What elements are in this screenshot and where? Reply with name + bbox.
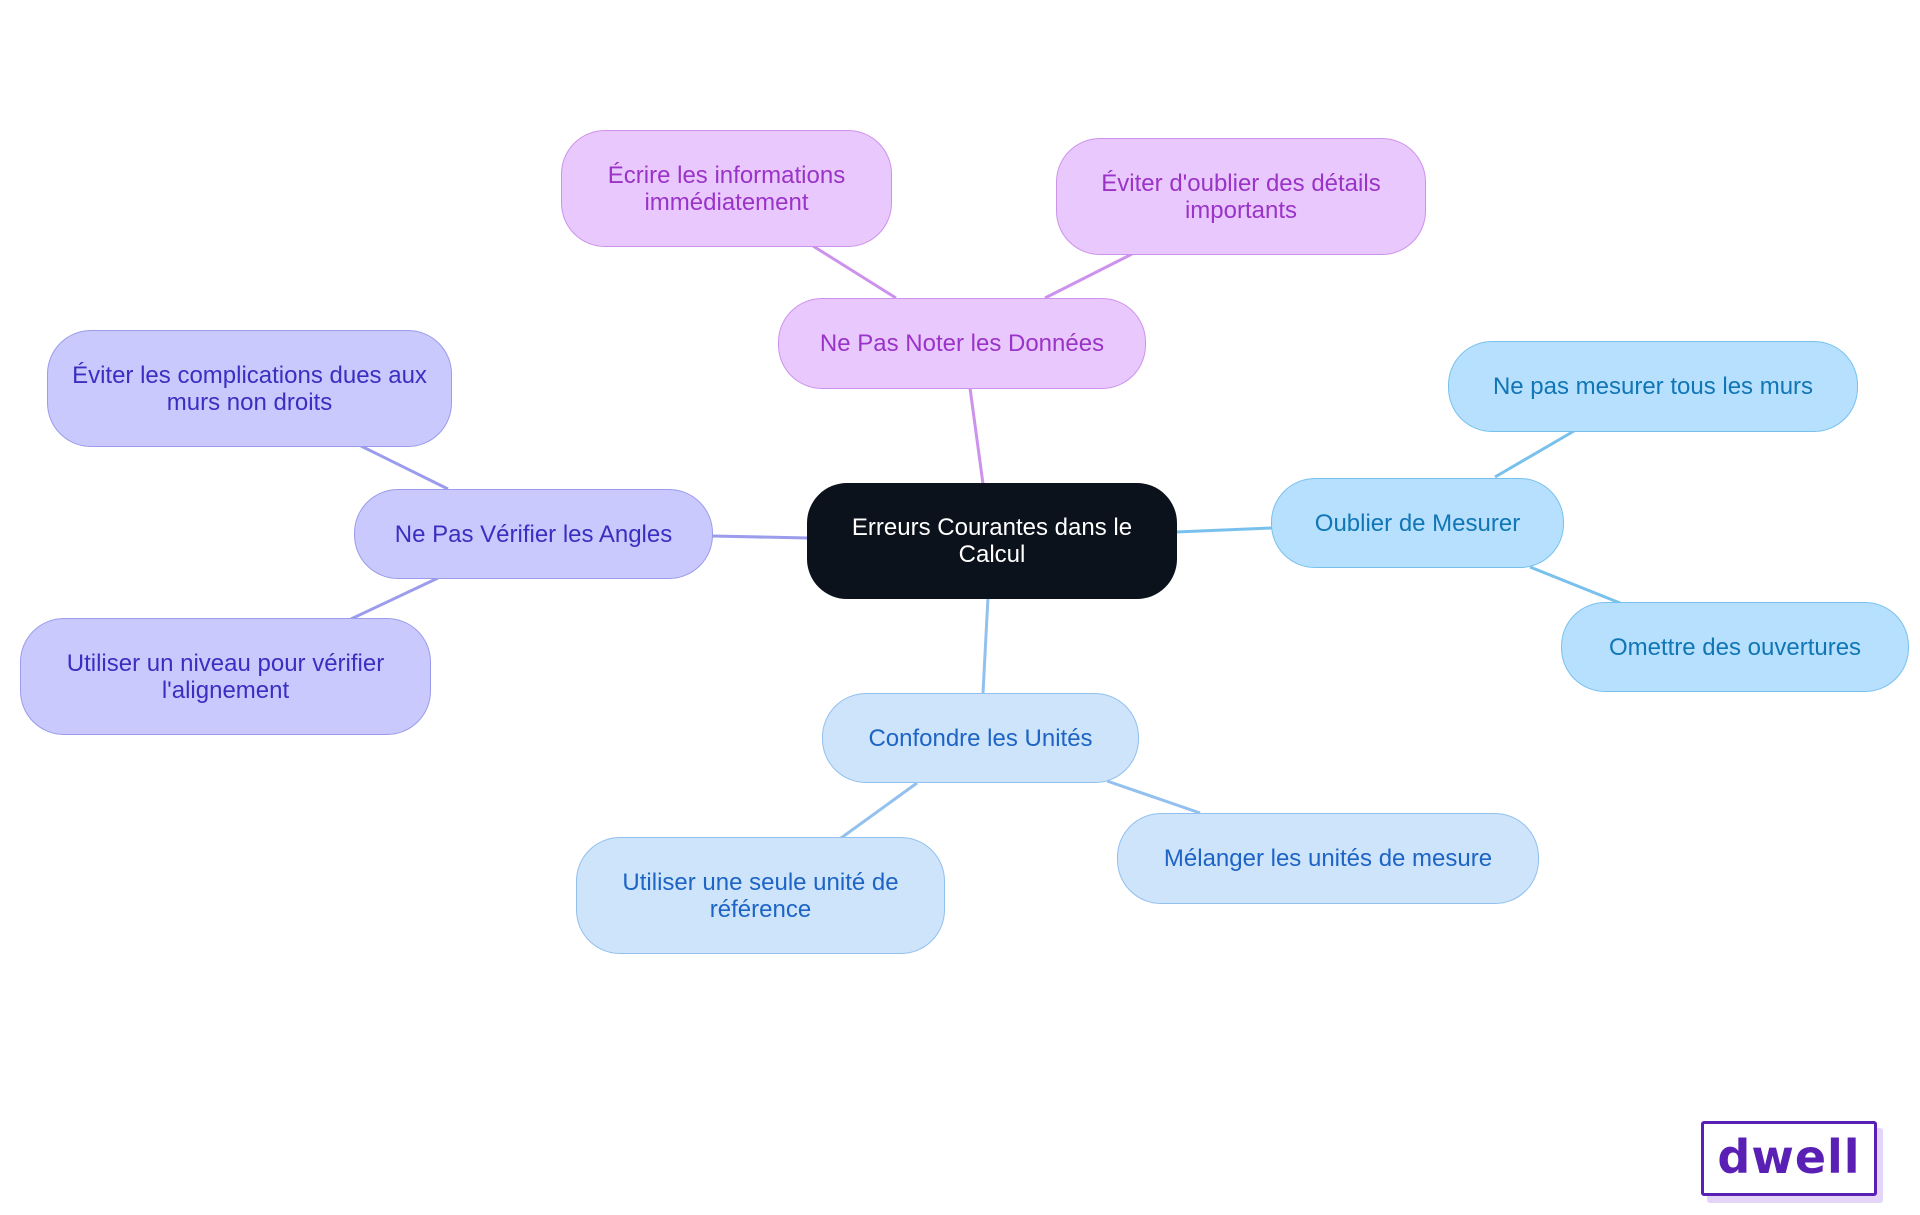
edge-root-unites [981, 596, 990, 694]
leaf-node-niveau[interactable]: Utiliser un niveau pour vérifier l'align… [20, 618, 431, 735]
leaf-label: Ne pas mesurer tous les murs [1492, 373, 1814, 400]
leaf-label: Éviter les complications dues aux murs n… [72, 361, 427, 416]
edge-root-angles [711, 534, 809, 540]
root-node[interactable]: Erreurs Courantes dans le Calcul [807, 483, 1177, 599]
root-label: Erreurs Courantes dans le Calcul [851, 514, 1133, 568]
leaf-label: Omettre des ouvertures [1608, 633, 1862, 661]
leaf-label: Mélanger les unités de mesure [1163, 845, 1493, 872]
leaf-node-eviter-oublier[interactable]: Éviter d'oublier des détails importants [1056, 138, 1426, 255]
branch-label: Ne Pas Noter les Données [819, 330, 1105, 357]
edge-donnees-ecrire [812, 244, 897, 300]
edge-mesurer-ouvertures [1529, 565, 1621, 605]
branch-node-unites[interactable]: Confondre les Unités [822, 693, 1139, 783]
leaf-label: Utiliser un niveau pour vérifier l'align… [66, 649, 385, 704]
leaf-node-melanger[interactable]: Mélanger les unités de mesure [1117, 813, 1539, 904]
leaf-label: Écrire les informations immédiatement [607, 161, 846, 216]
branch-label: Confondre les Unités [868, 724, 1093, 752]
leaf-node-ouvertures[interactable]: Omettre des ouvertures [1561, 602, 1909, 692]
leaf-node-complications[interactable]: Éviter les complications dues aux murs n… [47, 330, 452, 447]
branch-node-mesurer[interactable]: Oublier de Mesurer [1271, 478, 1564, 568]
edge-angles-niveau [350, 576, 439, 621]
logo-text: dwell [1717, 1129, 1861, 1184]
edge-unites-reference [840, 781, 918, 840]
edge-root-donnees [968, 387, 985, 485]
edge-mesurer-murs [1494, 429, 1575, 479]
edge-unites-melanger [1106, 779, 1201, 815]
branch-label: Ne Pas Vérifier les Angles [394, 520, 673, 548]
leaf-node-ecrire[interactable]: Écrire les informations immédiatement [561, 130, 892, 247]
dwell-logo: dwell [1701, 1121, 1877, 1196]
branch-label: Oublier de Mesurer [1314, 509, 1521, 537]
leaf-label: Utiliser une seule unité de référence [622, 868, 899, 923]
branch-node-donnees[interactable]: Ne Pas Noter les Données [778, 298, 1146, 389]
leaf-label: Éviter d'oublier des détails importants [1101, 169, 1381, 224]
edge-donnees-eviter [1044, 252, 1133, 300]
leaf-node-reference[interactable]: Utiliser une seule unité de référence [576, 837, 945, 954]
edge-angles-complications [360, 444, 449, 491]
leaf-node-murs[interactable]: Ne pas mesurer tous les murs [1448, 341, 1858, 432]
branch-node-angles[interactable]: Ne Pas Vérifier les Angles [354, 489, 713, 579]
edge-root-mesurer [1175, 526, 1273, 534]
